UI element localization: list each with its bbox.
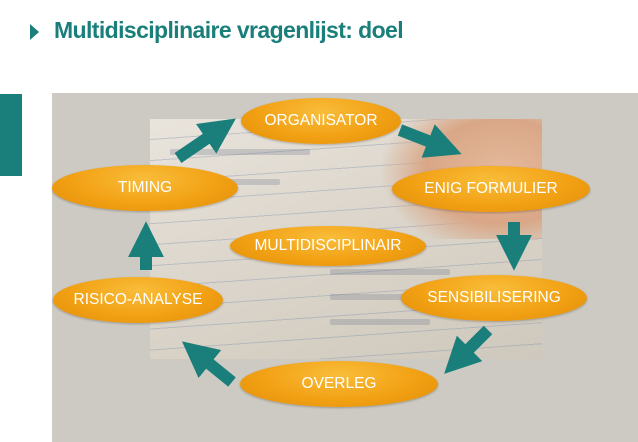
triangle-right-icon xyxy=(30,24,39,40)
node-organisator: ORGANISATOR xyxy=(241,98,401,144)
arrow-organisator-to-enig-formulier xyxy=(397,124,462,158)
node-sensibilisering: SENSIBILISERING xyxy=(401,275,587,321)
node-multidisciplinair: MULTIDISCIPLINAIR xyxy=(230,226,426,266)
arrow-overleg-to-risico-analyse xyxy=(181,341,236,387)
node-overleg: OVERLEG xyxy=(240,361,438,407)
arrow-timing-to-organisator xyxy=(174,118,236,163)
node-enig-formulier: ENIG FORMULIER xyxy=(392,166,590,212)
slide-title: Multidisciplinaire vragenlijst: doel xyxy=(54,17,404,43)
node-timing: TIMING xyxy=(52,165,238,211)
arrow-sensibilisering-to-overleg xyxy=(444,325,493,374)
accent-bar xyxy=(0,94,22,176)
node-risico-analyse: RISICO-ANALYSE xyxy=(53,277,223,323)
